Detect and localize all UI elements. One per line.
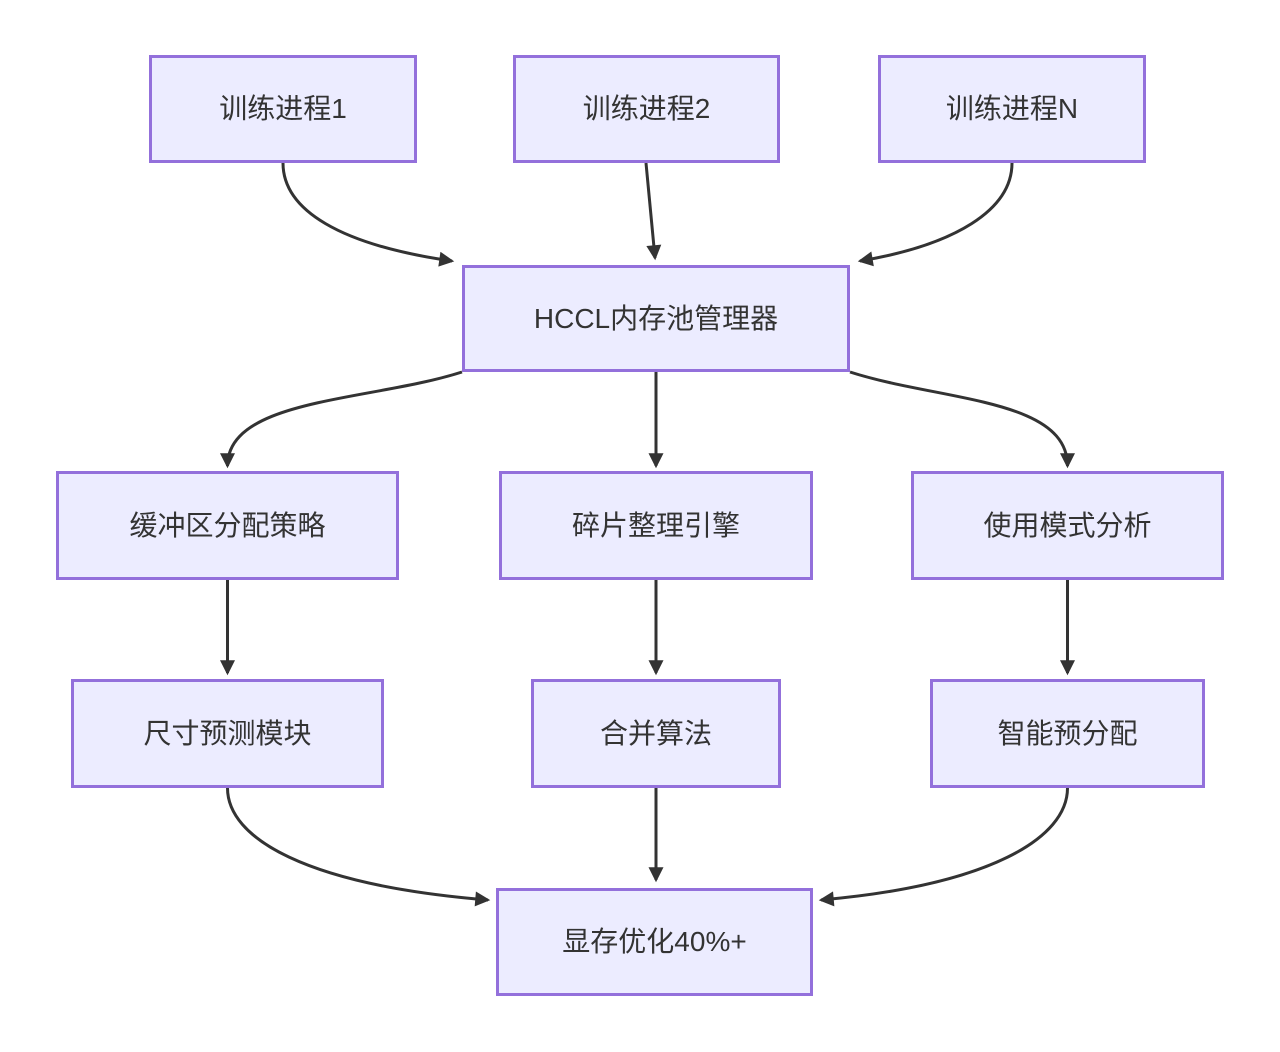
edge-size-result	[226, 787, 491, 907]
node-train-process-1: 训练进程1	[149, 55, 417, 163]
node-merge-algorithm: 合并算法	[531, 679, 781, 788]
edge-hccl-usage	[849, 370, 1075, 469]
edge-trainN-hccl	[857, 162, 1014, 267]
edge-train2-hccl	[644, 162, 662, 261]
node-buffer-allocation-strategy: 缓冲区分配策略	[56, 471, 399, 580]
node-hccl-memory-pool-manager: HCCL内存池管理器	[462, 265, 850, 372]
node-size-prediction-module: 尺寸预测模块	[71, 679, 384, 788]
node-train-process-n: 训练进程N	[878, 55, 1146, 163]
node-memory-optimization-result: 显存优化40%+	[496, 888, 813, 996]
node-smart-preallocation: 智能预分配	[930, 679, 1205, 788]
node-train-process-2: 训练进程2	[513, 55, 780, 163]
node-usage-pattern-analysis: 使用模式分析	[911, 471, 1224, 580]
edge-prealloc-result	[818, 787, 1069, 907]
edge-train1-hccl	[281, 162, 455, 267]
node-defragmentation-engine: 碎片整理引擎	[499, 471, 813, 580]
edge-hccl-buffer	[220, 370, 463, 469]
